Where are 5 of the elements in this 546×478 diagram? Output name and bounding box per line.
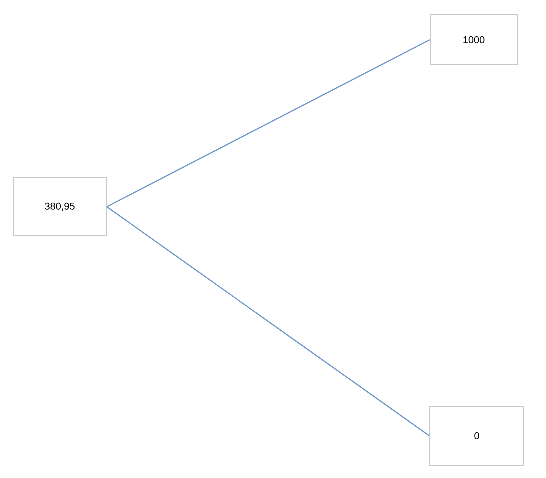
value-box: 0 xyxy=(430,406,524,466)
connector-line xyxy=(106,206,430,436)
connector-line xyxy=(106,39,430,208)
value-box: 1000 xyxy=(430,14,518,66)
value-box: 380,95 xyxy=(13,177,107,236)
